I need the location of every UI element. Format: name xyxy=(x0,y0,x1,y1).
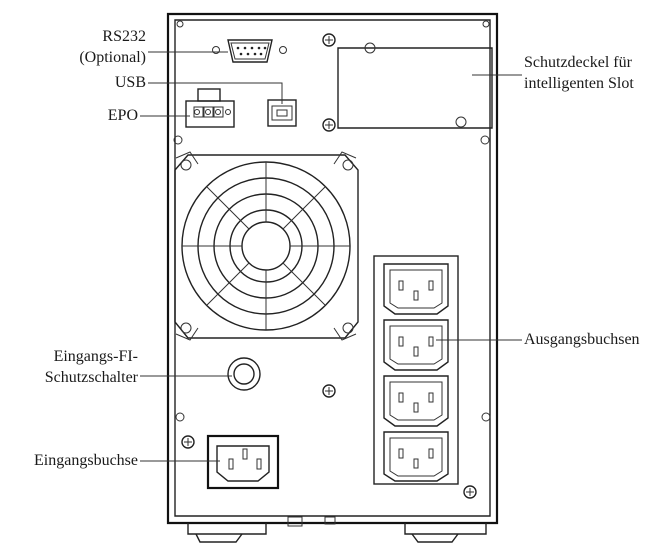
callout-leader-lines xyxy=(140,51,522,462)
output-sockets-panel xyxy=(373,255,459,485)
rs232-port-icon xyxy=(212,39,287,63)
label-usb: USB xyxy=(114,74,146,91)
smart-slot-cover xyxy=(337,42,493,129)
label-epo: EPO xyxy=(107,107,138,124)
output-socket-icon xyxy=(383,431,449,482)
label-input-socket: Eingangsbuchse xyxy=(34,452,138,469)
epo-terminal-icon xyxy=(185,88,235,128)
label-rs232: RS232 (Optional) xyxy=(79,28,146,66)
output-socket-icon xyxy=(383,319,449,371)
output-socket-icon xyxy=(383,263,449,315)
label-input-breaker: Eingangs-FI- Schutzschalter xyxy=(44,348,138,386)
label-output-sockets: Ausgangsbuchsen xyxy=(524,331,640,348)
input-socket-icon xyxy=(206,434,280,490)
label-smart-slot-cover: Schutzdeckel für intelligenten Slot xyxy=(524,54,634,92)
screw-icon xyxy=(181,33,477,499)
ups-housing xyxy=(166,12,499,525)
cooling-fan-icon xyxy=(174,151,359,341)
input-breaker-icon xyxy=(227,357,261,391)
housing-feet xyxy=(187,516,487,543)
output-socket-icon xyxy=(383,375,449,427)
